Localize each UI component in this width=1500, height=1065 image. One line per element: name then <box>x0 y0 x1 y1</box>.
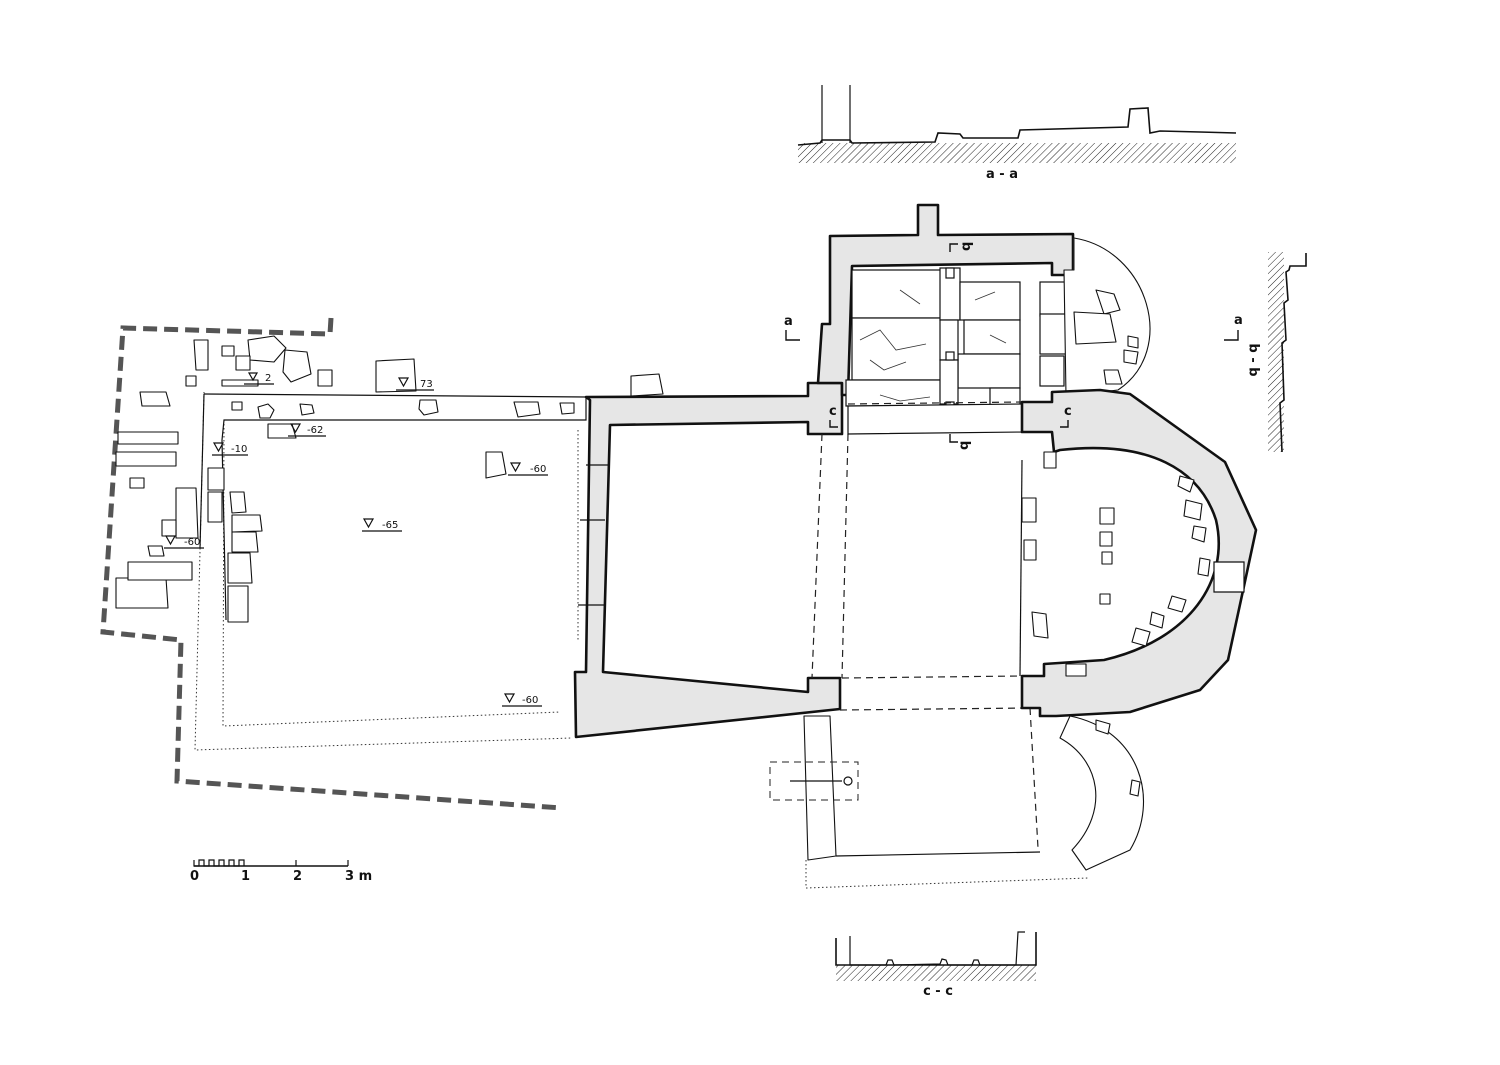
elevation-minus60-south: -60 <box>502 693 542 707</box>
marker-c-east: c <box>1060 404 1072 428</box>
elevation-minus62: -62 <box>288 423 326 437</box>
elevation-minus60-west: -60 <box>164 535 204 549</box>
svg-text:c: c <box>1064 404 1072 419</box>
section-markers: a a c c q q <box>784 242 1243 450</box>
svg-text:-60: -60 <box>522 695 538 706</box>
elevation-minus65: -65 <box>362 518 402 532</box>
elevation-marks: 2 73 -62 -10 -60 -65 -60 -60 <box>164 372 548 707</box>
svg-text:-60: -60 <box>530 464 546 475</box>
svg-text:-10: -10 <box>231 444 247 455</box>
svg-text:-60: -60 <box>184 537 200 548</box>
scale-tick-0: 0 <box>190 869 199 884</box>
elevation-73: 73 <box>396 377 434 391</box>
section-cc: c - c <box>835 931 1037 999</box>
marker-a-east: a <box>1224 313 1243 341</box>
section-qq-label: q - q <box>1246 343 1261 376</box>
section-qq: q - q <box>1246 252 1307 453</box>
marker-q-south: q <box>949 434 972 450</box>
svg-text:-62: -62 <box>307 425 323 436</box>
section-aa: a - a <box>797 85 1237 182</box>
scale-tick-3: 3 m <box>345 869 372 884</box>
south-annex <box>769 715 1144 889</box>
svg-text:-65: -65 <box>382 520 398 531</box>
excavation-boundary <box>100 317 563 811</box>
svg-text:q: q <box>959 242 974 251</box>
main-apse <box>1019 388 1258 718</box>
svg-text:2: 2 <box>265 373 271 384</box>
scale-tick-2: 2 <box>293 869 302 884</box>
svg-text:a: a <box>784 314 793 329</box>
scale-bar: 0 1 2 3 m <box>190 859 372 884</box>
elevation-2: 2 <box>244 372 274 385</box>
svg-text:c: c <box>829 404 837 419</box>
elevation-minus10: -10 <box>212 442 248 456</box>
west-room <box>115 335 664 751</box>
svg-text:q: q <box>957 441 972 450</box>
scale-tick-1: 1 <box>241 869 250 884</box>
section-aa-label: a - a <box>986 167 1018 182</box>
marker-q-north: q <box>949 242 974 252</box>
elevation-minus60-east: -60 <box>508 462 548 476</box>
svg-text:a: a <box>1234 313 1243 328</box>
svg-text:73: 73 <box>420 379 433 390</box>
marker-c-west: c <box>829 404 838 428</box>
marker-a-west: a <box>784 314 800 341</box>
section-cc-label: c - c <box>923 984 953 999</box>
